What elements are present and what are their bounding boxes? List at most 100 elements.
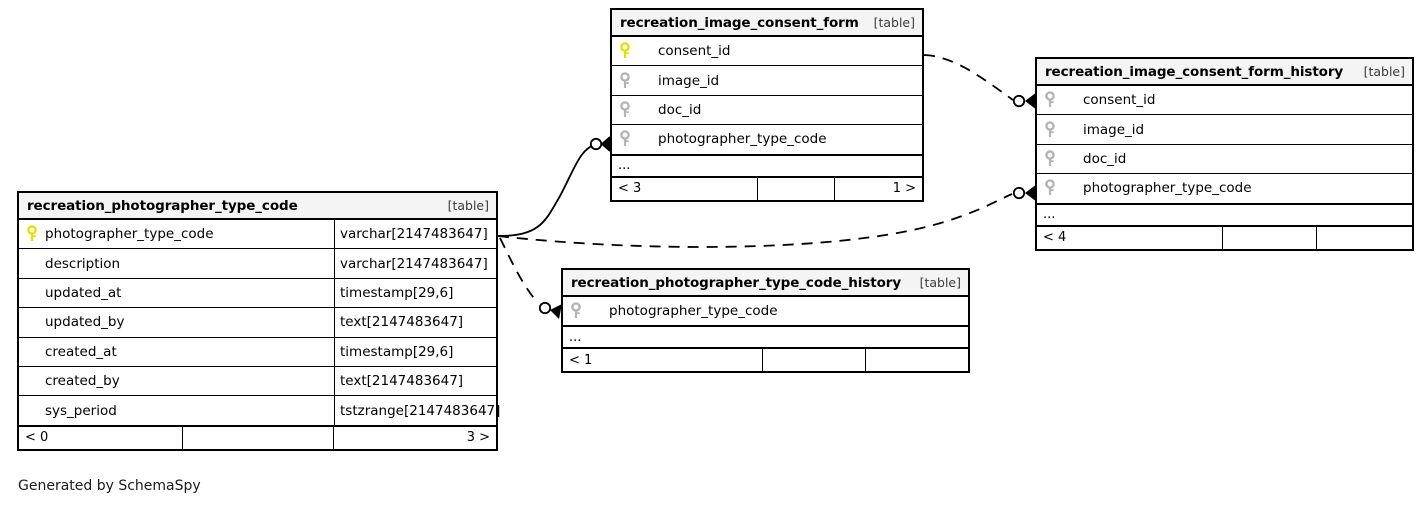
no-key-placeholder bbox=[25, 372, 39, 390]
primary-key-icon bbox=[618, 42, 632, 60]
table-row[interactable]: consent_id bbox=[1037, 86, 1412, 116]
ellipsis-text: ... bbox=[569, 329, 582, 345]
column-name-cell: updated_by bbox=[19, 308, 334, 336]
column-type: timestamp[29,6] bbox=[334, 278, 496, 308]
more-columns-indicator: ... bbox=[612, 154, 922, 177]
footer-child-count bbox=[866, 349, 968, 371]
column-name: consent_id bbox=[1083, 92, 1156, 109]
table-header: recreation_image_consent_form_history [t… bbox=[1037, 59, 1412, 86]
column-name-cell: consent_id bbox=[612, 37, 922, 65]
ellipsis-text: ... bbox=[1043, 207, 1056, 223]
table-header: recreation_image_consent_form [table] bbox=[612, 10, 922, 37]
footer-child-count: 3 > bbox=[466, 430, 490, 446]
column-type: tstzrange[2147483647] bbox=[334, 396, 500, 425]
table-row[interactable]: doc_id bbox=[612, 95, 922, 126]
ellipsis-text: ... bbox=[618, 158, 631, 174]
column-name-cell: photographer_type_code bbox=[1037, 174, 1412, 202]
table-row[interactable]: photographer_type_code bbox=[563, 297, 968, 327]
table-type-tag: [table] bbox=[919, 275, 961, 290]
column-name: updated_by bbox=[45, 314, 125, 331]
edge-ptc-to-ptc-history bbox=[499, 237, 562, 319]
column-name-cell: photographer_type_code bbox=[612, 125, 922, 153]
column-name: consent_id bbox=[658, 43, 731, 60]
column-name: updated_at bbox=[45, 284, 122, 301]
column-name: photographer_type_code bbox=[609, 303, 778, 320]
footer-parent-count: < 0 bbox=[19, 426, 183, 449]
table-type-tag: [table] bbox=[447, 198, 489, 213]
foreign-key-icon bbox=[1043, 91, 1057, 109]
table-type-tag: [table] bbox=[1363, 64, 1405, 79]
no-key-placeholder bbox=[25, 402, 39, 420]
table-recreation-photographer-type-code[interactable]: recreation_photographer_type_code [table… bbox=[17, 191, 500, 451]
foreign-key-icon bbox=[618, 101, 632, 119]
table-recreation-image-consent-form[interactable]: recreation_image_consent_form [table] co… bbox=[610, 8, 924, 202]
column-name-cell: doc_id bbox=[1037, 145, 1412, 173]
footer-parent-count: < 1 bbox=[563, 349, 763, 372]
footer-middle bbox=[183, 426, 334, 449]
table-row[interactable]: photographer_type_code bbox=[612, 125, 922, 155]
column-name-cell: photographer_type_code bbox=[19, 220, 334, 248]
table-row[interactable]: photographer_type_code varchar[214748364… bbox=[19, 220, 496, 250]
table-row[interactable]: updated_at timestamp[29,6] bbox=[19, 278, 496, 309]
no-key-placeholder bbox=[25, 255, 39, 273]
column-name: created_by bbox=[45, 373, 120, 390]
table-row[interactable]: consent_id bbox=[612, 37, 922, 67]
column-name: doc_id bbox=[1083, 150, 1127, 167]
table-row[interactable]: image_id bbox=[1037, 115, 1412, 145]
column-name: photographer_type_code bbox=[658, 131, 827, 148]
footer-parent-count: < 4 bbox=[1037, 226, 1223, 249]
table-recreation-photographer-type-code-history[interactable]: recreation_photographer_type_code_histor… bbox=[561, 268, 970, 374]
table-row[interactable]: image_id bbox=[612, 66, 922, 96]
column-name: image_id bbox=[1083, 121, 1145, 138]
no-key-placeholder bbox=[25, 284, 39, 302]
table-row[interactable]: sys_period tstzrange[2147483647] bbox=[19, 396, 500, 426]
foreign-key-icon bbox=[618, 130, 632, 148]
foreign-key-icon bbox=[618, 71, 632, 90]
table-footer: < 1 bbox=[563, 348, 968, 372]
table-row[interactable]: updated_by text[2147483647] bbox=[19, 308, 496, 338]
column-name-cell: sys_period bbox=[19, 396, 334, 424]
table-row[interactable]: photographer_type_code bbox=[1037, 174, 1412, 204]
footer-middle bbox=[1223, 226, 1317, 249]
foreign-key-icon bbox=[1043, 150, 1057, 168]
table-title: recreation_photographer_type_code_histor… bbox=[571, 274, 902, 291]
table-row[interactable]: description varchar[2147483647] bbox=[19, 249, 496, 279]
column-type: varchar[2147483647] bbox=[334, 249, 496, 278]
table-footer: < 0 3 > bbox=[19, 425, 496, 449]
primary-key-icon bbox=[25, 225, 39, 243]
column-name-cell: image_id bbox=[1037, 115, 1412, 143]
column-name: photographer_type_code bbox=[1083, 180, 1252, 197]
table-title: recreation_image_consent_form_history bbox=[1045, 63, 1344, 80]
table-footer: < 4 bbox=[1037, 225, 1412, 249]
column-name: doc_id bbox=[658, 101, 702, 118]
footer-middle bbox=[758, 177, 835, 200]
footer-middle bbox=[763, 349, 866, 372]
table-footer: < 3 1 > bbox=[612, 176, 922, 200]
edge-consent-form-to-history bbox=[923, 54, 1035, 109]
column-name-cell: created_by bbox=[19, 367, 334, 395]
column-name: created_at bbox=[45, 343, 117, 360]
no-key-placeholder bbox=[25, 343, 39, 361]
foreign-key-icon bbox=[1043, 120, 1057, 139]
column-name-cell: created_at bbox=[19, 338, 334, 366]
column-name: sys_period bbox=[45, 402, 117, 419]
column-name: photographer_type_code bbox=[45, 226, 214, 243]
table-row[interactable]: created_at timestamp[29,6] bbox=[19, 337, 496, 367]
foreign-key-icon bbox=[569, 302, 583, 320]
no-key-placeholder bbox=[25, 313, 39, 331]
column-name-cell: doc_id bbox=[612, 96, 922, 124]
more-columns-indicator: ... bbox=[563, 326, 968, 349]
table-row[interactable]: doc_id bbox=[1037, 144, 1412, 175]
table-title: recreation_photographer_type_code bbox=[27, 197, 298, 214]
table-type-tag: [table] bbox=[873, 15, 915, 30]
column-type: varchar[2147483647] bbox=[334, 220, 496, 249]
foreign-key-icon bbox=[1043, 179, 1057, 197]
footer-child-count: 1 > bbox=[892, 181, 916, 197]
column-name: image_id bbox=[658, 72, 720, 89]
column-name: description bbox=[45, 255, 121, 272]
table-recreation-image-consent-form-history[interactable]: recreation_image_consent_form_history [t… bbox=[1035, 57, 1414, 251]
table-title: recreation_image_consent_form bbox=[620, 14, 859, 31]
column-name-cell: photographer_type_code bbox=[563, 297, 968, 325]
table-row[interactable]: created_by text[2147483647] bbox=[19, 366, 496, 397]
